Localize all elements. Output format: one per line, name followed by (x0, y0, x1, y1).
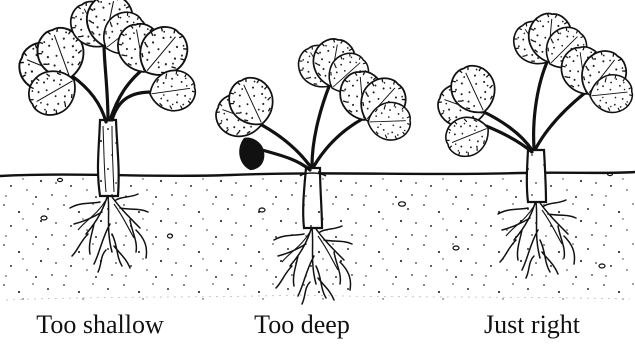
caption-just-right: Just right (484, 312, 580, 338)
crown (303, 168, 322, 228)
crown (527, 150, 546, 202)
caption-too-deep: Too deep (254, 312, 350, 338)
shaded-leaf (239, 137, 264, 170)
caption-too-shallow: Too shallow (36, 312, 163, 338)
crown (98, 120, 119, 196)
